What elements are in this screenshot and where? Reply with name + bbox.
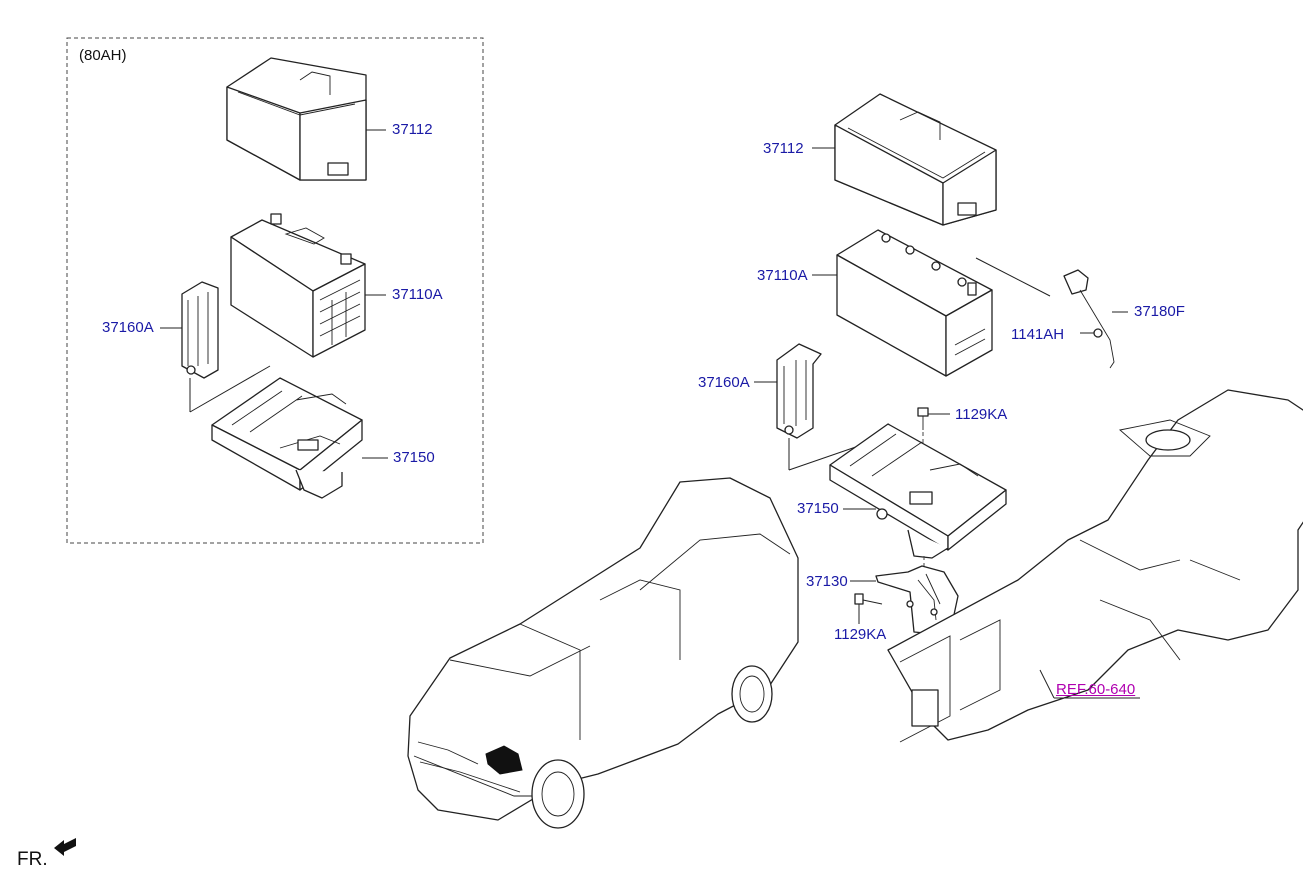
main-battery-drawing [812,229,1051,377]
front-indicator-label: FR. [17,849,48,870]
battery-location-marker [485,745,523,775]
callout-main-bolt-upper[interactable]: 1129KA [955,406,1008,423]
main-bolt-upper-drawing [917,407,950,445]
callout-variant-battery[interactable]: 37110A [392,286,443,303]
variant-label: (80AH) [79,47,127,64]
main-tray-cover-drawing [812,93,997,226]
variant-clamp-drawing [160,281,271,413]
callout-main-sensor[interactable]: 37180F [1134,303,1185,320]
callout-main-sensor-bolt[interactable]: 1141AH [1011,326,1065,343]
callout-variant-tray-cover[interactable]: 37112 [392,121,433,138]
vehicle-drawing [407,477,799,829]
front-arrow-icon [54,838,76,856]
main-sensor-drawing [1063,269,1128,369]
callout-main-battery[interactable]: 37110A [757,267,808,284]
callout-main-clamp[interactable]: 37160A [698,374,750,391]
main-bolt-lower-drawing [854,593,883,624]
callout-main-tray[interactable]: 37150 [797,500,839,517]
variant-tray-cover-drawing [226,57,386,181]
frame-structure-drawing [887,389,1303,743]
variant-tray-drawing [211,377,388,499]
callout-main-bracket[interactable]: 37130 [806,573,848,590]
callout-reference-link[interactable]: REF.60-640 [1056,681,1136,698]
variant-box [66,37,484,544]
main-clamp-drawing [754,343,877,471]
callout-variant-tray[interactable]: 37150 [393,449,435,466]
variant-battery-drawing [230,213,386,358]
callout-main-bolt-lower[interactable]: 1129KA [834,626,887,643]
main-tray-drawing [829,423,1007,574]
callout-main-tray-cover[interactable]: 37112 [763,140,804,157]
callout-variant-clamp[interactable]: 37160A [102,319,154,336]
